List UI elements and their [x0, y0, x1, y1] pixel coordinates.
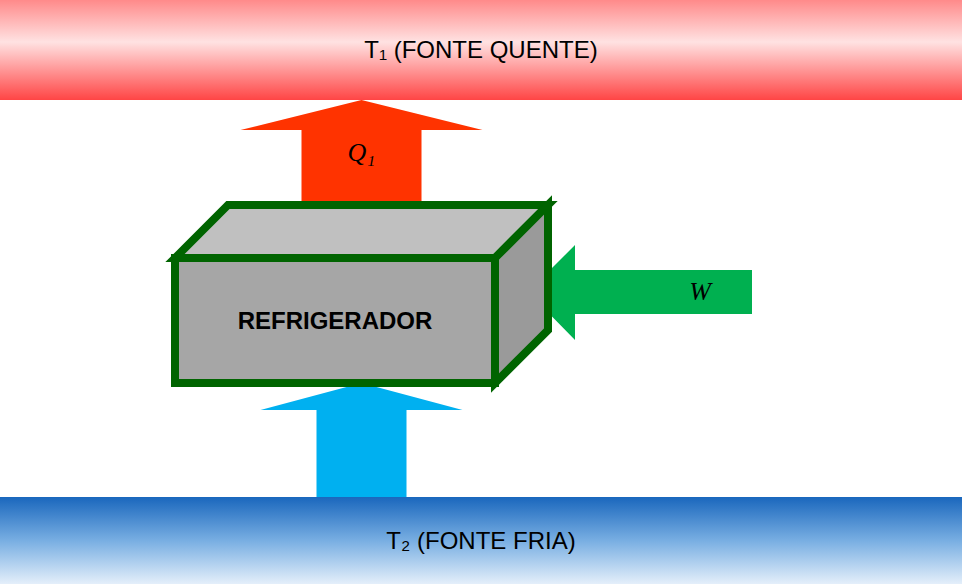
refrigerator-box: REFRIGERADOR — [175, 205, 548, 383]
refrigerator-outline — [175, 205, 548, 383]
heat-out-arrow — [241, 100, 483, 205]
reservoir-label: T₂ (FONTE FRIA) — [386, 527, 575, 555]
machine-label: REFRIGERADOR — [238, 307, 433, 335]
heat-in-arrow — [261, 383, 463, 497]
box-front-face — [175, 258, 495, 383]
work-arrow — [528, 245, 752, 340]
box-side-face — [495, 205, 548, 383]
box-top-face — [175, 205, 548, 258]
work-label: W — [689, 277, 711, 307]
cold-reservoir-band: T₂ (FONTE FRIA) — [0, 497, 962, 584]
heat-label: Q₁ — [348, 138, 376, 168]
hot-reservoir-band: T₁ (FONTE QUENTE) — [0, 0, 962, 100]
reservoir-label: T₁ (FONTE QUENTE) — [364, 36, 597, 64]
refrigerator-front-face: REFRIGERADOR — [175, 258, 495, 383]
